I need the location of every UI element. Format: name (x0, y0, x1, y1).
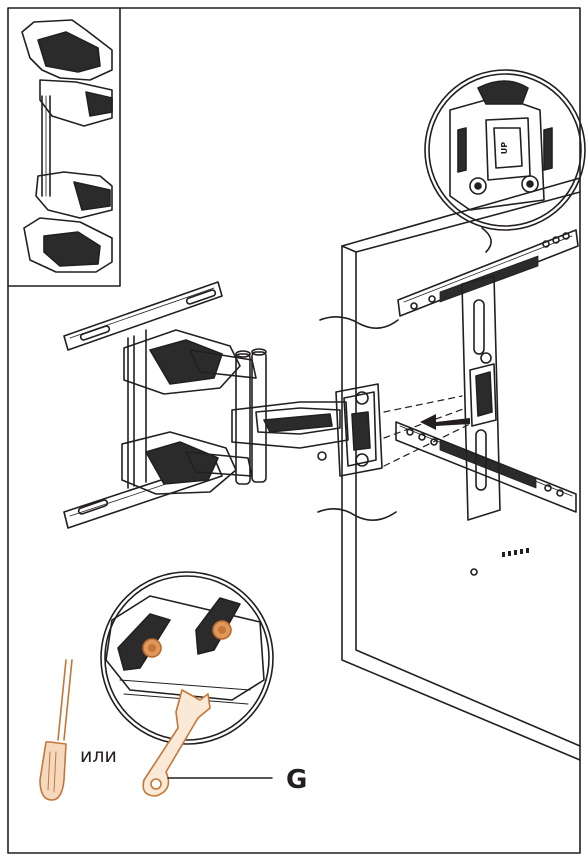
arm-lower (121, 431, 253, 495)
page-border (7, 7, 581, 854)
arm-forearm (231, 401, 349, 449)
alternative-label: или (80, 745, 117, 767)
wrench-icon (142, 689, 211, 797)
wall-plate (63, 281, 223, 529)
tv-adapter-bracket (317, 383, 383, 477)
tv-rail-upper (397, 229, 579, 317)
up-label: UP (500, 142, 509, 154)
arm-elbow-post (235, 348, 267, 485)
wall-break-bottom (317, 508, 397, 521)
arm-upper (123, 329, 257, 395)
zoom-callout-bottom (100, 571, 274, 745)
zoom-callout-top: UP (424, 69, 586, 253)
screwdriver-icon (39, 659, 73, 801)
tv-buttons (502, 548, 529, 557)
tv-vertical-bar (461, 275, 501, 521)
tool-label-g: G (286, 765, 307, 795)
insert-arrow (420, 414, 470, 430)
inset-folded-arm (7, 7, 121, 287)
wall-break-top (319, 316, 399, 329)
